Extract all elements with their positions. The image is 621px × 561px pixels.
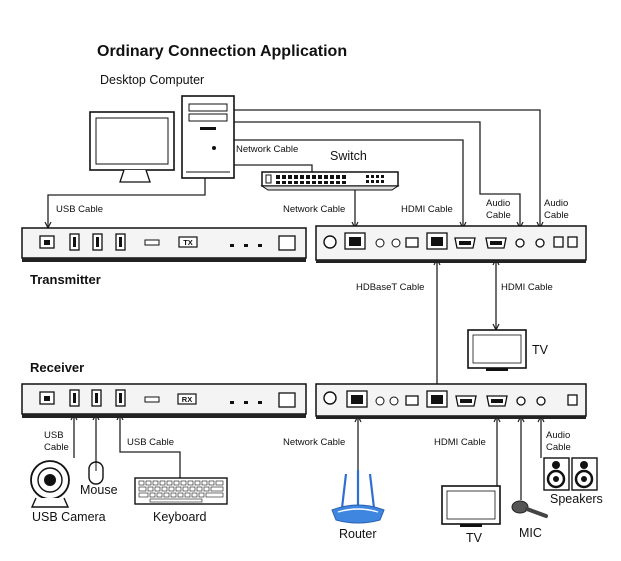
switch-label: Switch <box>330 149 367 163</box>
mouse-label: Mouse <box>80 483 118 497</box>
rx-badge-text: RX <box>182 395 192 404</box>
hdmi-cable-pc-tx <box>233 139 464 228</box>
usb-cable-label-top: USB Cable <box>56 204 103 215</box>
usb-cable-keyboard <box>119 414 181 478</box>
tv-icon <box>467 329 527 371</box>
tx-badge <box>178 236 198 248</box>
desktop-computer-label: Desktop Computer <box>100 73 204 87</box>
mic-label: MIC <box>519 526 542 540</box>
keyboard-label: Keyboard <box>153 510 207 524</box>
usb-camera-icon <box>30 460 70 508</box>
network-cable-label-top: Network Cable <box>236 144 298 155</box>
tx-badge-text: TX <box>183 238 193 247</box>
hdbaset-cable-label: HDBaseT Cable <box>356 282 424 293</box>
receiver-label: Receiver <box>30 360 84 375</box>
router-icon <box>331 470 385 524</box>
network-cable-label-rx: Network Cable <box>283 437 345 448</box>
keyboard-icon <box>134 477 228 505</box>
tv-icon <box>441 485 501 527</box>
usb-camera-label: USB Camera <box>32 510 106 524</box>
speakers-label: Speakers <box>550 492 603 506</box>
hdmi-cable-label-tv: HDMI Cable <box>501 282 553 293</box>
diagram-title: Ordinary Connection Application <box>97 43 347 60</box>
microphone-icon <box>511 500 548 518</box>
rx-badge <box>177 393 197 405</box>
speakers-icon <box>543 457 598 491</box>
transmitter-front-panel: TX <box>21 227 307 262</box>
usb-cable-pc-tx <box>47 178 206 228</box>
transmitter-rear-panel <box>315 225 587 263</box>
computer-tower-icon <box>181 95 235 179</box>
transmitter-label: Transmitter <box>30 272 101 287</box>
hdmi-cable-label-rx: HDMI Cable <box>434 437 486 448</box>
network-cable-label-tx: Network Cable <box>283 204 345 215</box>
mouse-icon <box>88 461 104 485</box>
audio-cable-pc-tx-2 <box>233 109 541 228</box>
audio-cable-pc-tx-1 <box>233 121 521 228</box>
usb-cable-label-rx-2: USB Cable <box>127 437 174 448</box>
network-switch-icon <box>260 171 400 191</box>
receiver-front-panel: RX <box>21 383 307 418</box>
tv-label-bottom: TV <box>466 531 483 545</box>
router-label: Router <box>339 527 377 541</box>
hdmi-cable-label-tx: HDMI Cable <box>401 204 453 215</box>
receiver-rear-panel <box>315 383 587 419</box>
monitor-icon <box>89 111 175 183</box>
tv-label-top: TV <box>532 343 549 357</box>
